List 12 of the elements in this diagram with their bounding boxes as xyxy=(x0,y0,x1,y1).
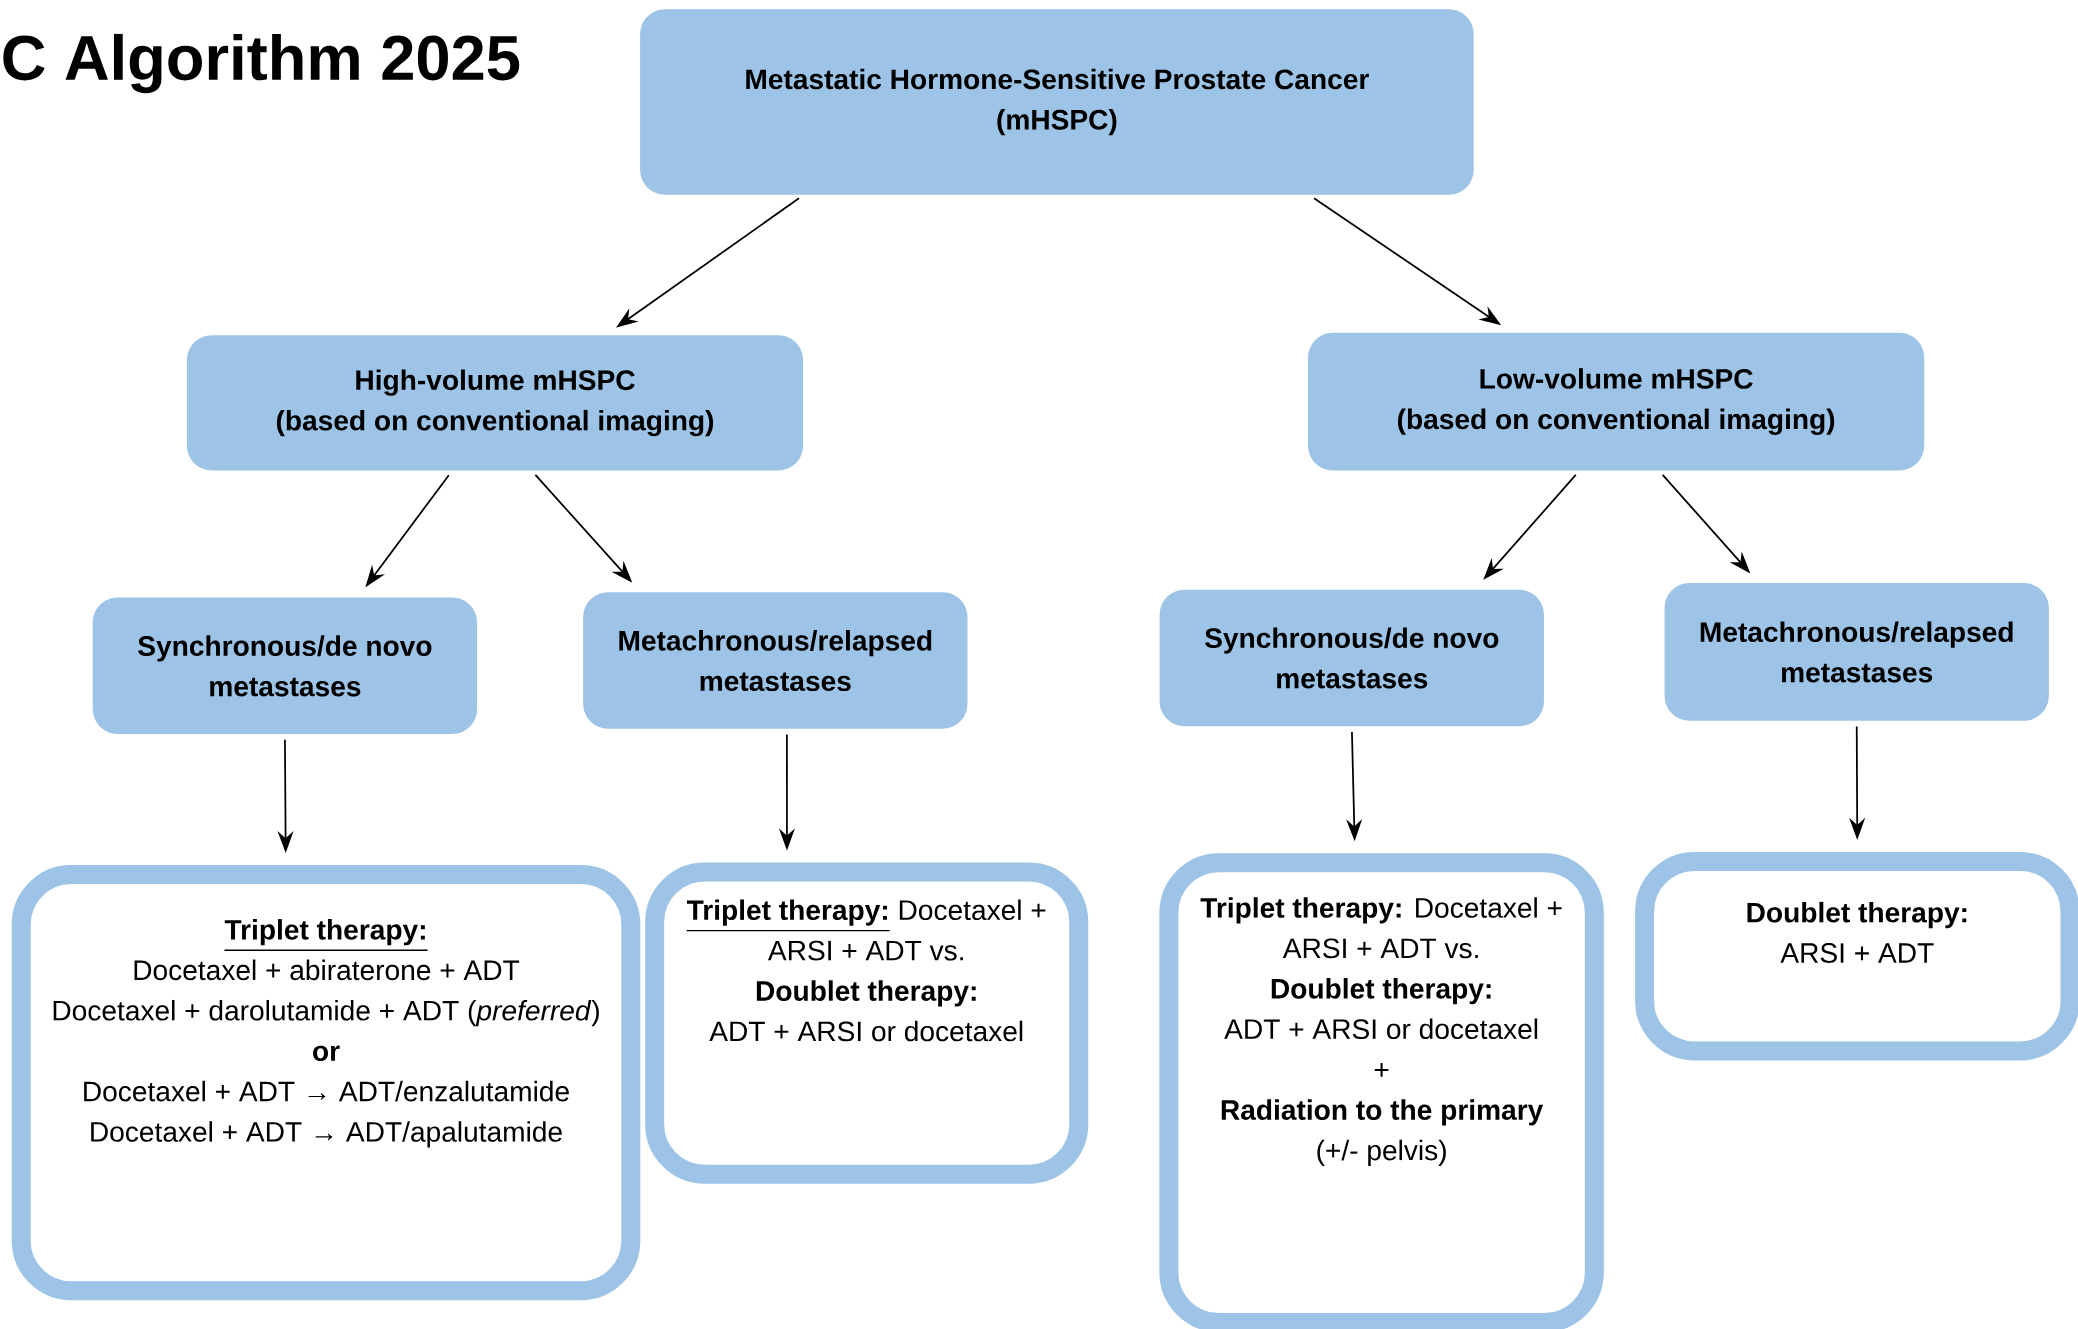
flow-box: Synchronous/de novo metastases xyxy=(1159,589,1544,727)
therapy-box: Triplet therapy: Docetaxel + ARSI + ADT vs. Doublet therapy: ADT + ARSI or docetaxel xyxy=(645,862,1089,1184)
therapy-box: Doublet therapy: ARSI + ADT xyxy=(1635,851,2078,1061)
flow-box: Metachronous/relapsed metastases xyxy=(583,592,968,729)
flow-box: Synchronous/de novo metastases xyxy=(92,597,478,735)
flow-box: Metachronous/relapsed metastases xyxy=(1664,583,2049,721)
flow-box: Low-volume mHSPC (based on conventional imaging) xyxy=(1308,332,1925,471)
flow-box: High-volume mHSPC (based on conventional imaging) xyxy=(186,335,804,471)
therapy-box: Triplet therapy: Docetaxel + ARSI + ADT vs. Doublet therapy: ADT + ARSI or docetaxel + Radiation to the primary (+/- pelvis) xyxy=(1159,853,1604,1329)
title: C Algorithm 2025 xyxy=(3,33,520,94)
flow-box: Metastatic Hormone-Sensitive Prostate Cancer (mHSPC) xyxy=(640,9,1474,195)
therapy-box: Triplet therapy: Docetaxel + abiraterone + ADT Docetaxel + darolutamide + ADT (preferred) or Docetaxel + ADT → ADT/enzalutamide Docetaxel + ADT → ADT/apalutamide xyxy=(11,865,641,1301)
